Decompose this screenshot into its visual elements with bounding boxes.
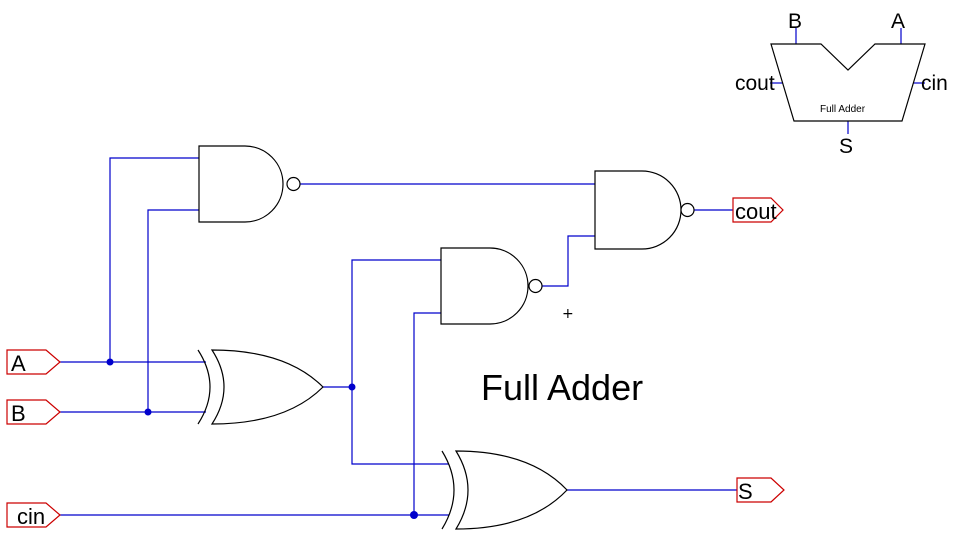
nand-gate-2[interactable] <box>440 247 543 325</box>
symbol-body <box>770 43 926 122</box>
wire-b-to-nand1[interactable] <box>147 209 199 412</box>
output-port-cout[interactable]: cout <box>732 197 784 224</box>
symbol-pin-b-label: B <box>788 10 802 33</box>
port-label-cin: cin <box>17 504 45 529</box>
input-port-a[interactable]: A <box>6 349 61 376</box>
port-label-b: B <box>11 401 26 426</box>
junction-cin <box>410 511 418 519</box>
crosshair-cursor-icon: + <box>562 306 574 322</box>
xor-gate-2[interactable] <box>441 450 568 530</box>
symbol-pin-cout-label: cout <box>735 72 775 95</box>
junction-a <box>106 358 114 366</box>
xor-gate-1[interactable] <box>197 349 324 425</box>
port-label-cout: cout <box>735 199 777 224</box>
wire-a-to-nand1[interactable] <box>109 157 199 362</box>
diagram-title: Full Adder <box>481 367 643 408</box>
input-port-cin[interactable]: cin <box>6 502 61 529</box>
full-adder-symbol[interactable]: B A cout cin S Full Adder <box>735 10 948 158</box>
port-label-s: S <box>738 479 753 504</box>
junctions <box>106 358 418 519</box>
port-label-a: A <box>11 351 26 376</box>
nand-gate-1[interactable] <box>198 145 301 223</box>
junction-b <box>144 408 152 416</box>
symbol-pin-s-label: S <box>839 135 853 158</box>
junction-xor1-out <box>348 383 356 391</box>
symbol-pin-cin-label: cin <box>921 72 948 95</box>
symbol-name: Full Adder <box>820 104 866 115</box>
symbol-pin-a-label: A <box>891 10 905 33</box>
inversion-bubble <box>286 176 301 192</box>
wire-nand2-to-nand3[interactable] <box>542 235 595 287</box>
output-port-s[interactable]: S <box>736 477 785 504</box>
inversion-bubble <box>680 202 695 218</box>
wire-xor1-to-nand2[interactable] <box>351 259 441 387</box>
nand-gate-3[interactable] <box>594 170 695 250</box>
input-port-b[interactable]: B <box>6 399 61 426</box>
wires <box>60 157 737 516</box>
inversion-bubble <box>528 278 543 294</box>
wire-cin-to-nand2[interactable] <box>413 312 441 515</box>
wire-xor1-to-xor2[interactable] <box>351 387 449 465</box>
